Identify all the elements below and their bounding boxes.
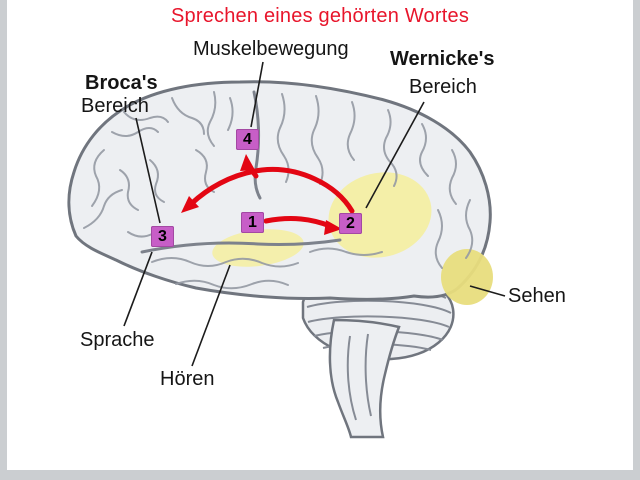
pointer-lines bbox=[123, 61, 506, 367]
visual-highlight bbox=[441, 249, 493, 305]
auditory-highlight bbox=[212, 229, 304, 267]
label-broca: Broca's bbox=[85, 72, 158, 94]
marker-1: 1 bbox=[241, 212, 264, 233]
arrowhead-at-3 bbox=[181, 196, 199, 213]
slide-edge-bottom bbox=[0, 470, 640, 480]
arrowhead-at-2 bbox=[324, 220, 342, 235]
line-hoeren bbox=[191, 264, 231, 367]
brainstem bbox=[328, 318, 401, 439]
diagram-title: Sprechen eines gehörten Wortes bbox=[170, 5, 470, 27]
marker-2: 2 bbox=[339, 213, 362, 234]
arrow-1-to-2 bbox=[263, 216, 333, 229]
major-sulci bbox=[140, 90, 342, 254]
label-wernicke-bereich: Bereich bbox=[409, 76, 477, 98]
marker-4: 4 bbox=[236, 129, 259, 150]
line-wernicke bbox=[365, 101, 425, 209]
label-hoeren: Hören bbox=[160, 368, 215, 390]
arrowhead-at-4 bbox=[240, 154, 255, 171]
marker-3: 3 bbox=[151, 226, 174, 247]
arrow-2-to-3 bbox=[188, 166, 355, 214]
slide-edge-right bbox=[633, 0, 640, 480]
wernicke-highlight bbox=[328, 172, 432, 258]
arrowheads bbox=[181, 154, 342, 235]
label-wernicke: Wernicke's bbox=[390, 48, 495, 70]
label-broca-bereich: Bereich bbox=[81, 95, 149, 117]
label-sprache: Sprache bbox=[80, 329, 155, 351]
line-broca bbox=[135, 117, 161, 224]
slide-edge-left bbox=[0, 0, 7, 480]
lateral-sulcus bbox=[140, 238, 342, 254]
line-sprache bbox=[123, 251, 153, 327]
label-muskelbewegung: Muskelbewegung bbox=[193, 38, 349, 60]
line-muskelbewegung bbox=[250, 61, 264, 128]
label-sehen: Sehen bbox=[508, 285, 566, 307]
central-sulcus bbox=[252, 90, 262, 200]
line-sehen bbox=[469, 285, 506, 297]
